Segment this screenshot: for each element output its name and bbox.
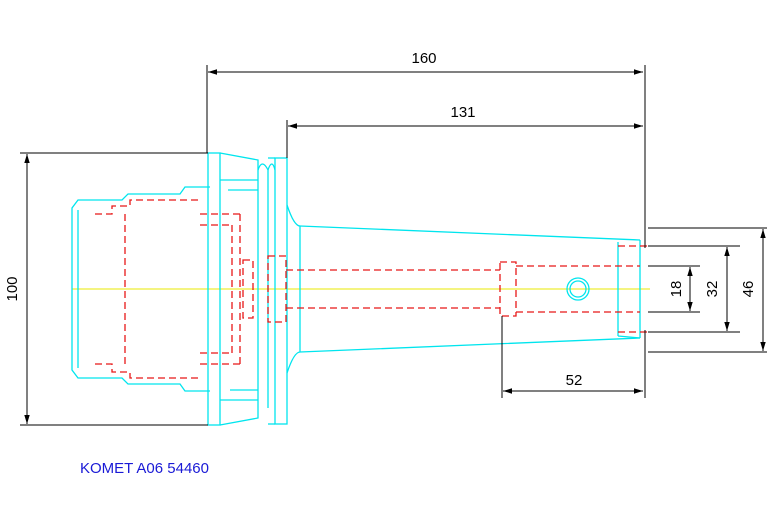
dim-shank-length: 131 — [450, 104, 475, 121]
tool-outline — [71, 152, 641, 426]
dim-bore-depth: 52 — [566, 372, 583, 389]
dim-nose-diameter: 46 — [740, 281, 757, 298]
extension-lines — [20, 65, 767, 426]
drawing-caption: KOMET A06 54460 — [80, 460, 209, 477]
dim-inner-diameter: 32 — [704, 281, 721, 298]
dimension-lines — [24, 69, 766, 424]
dim-bore-diameter: 18 — [668, 281, 685, 298]
hidden-lines — [95, 199, 648, 379]
dim-flange-diameter: 100 — [4, 276, 21, 301]
dim-overall-length: 160 — [411, 50, 436, 67]
